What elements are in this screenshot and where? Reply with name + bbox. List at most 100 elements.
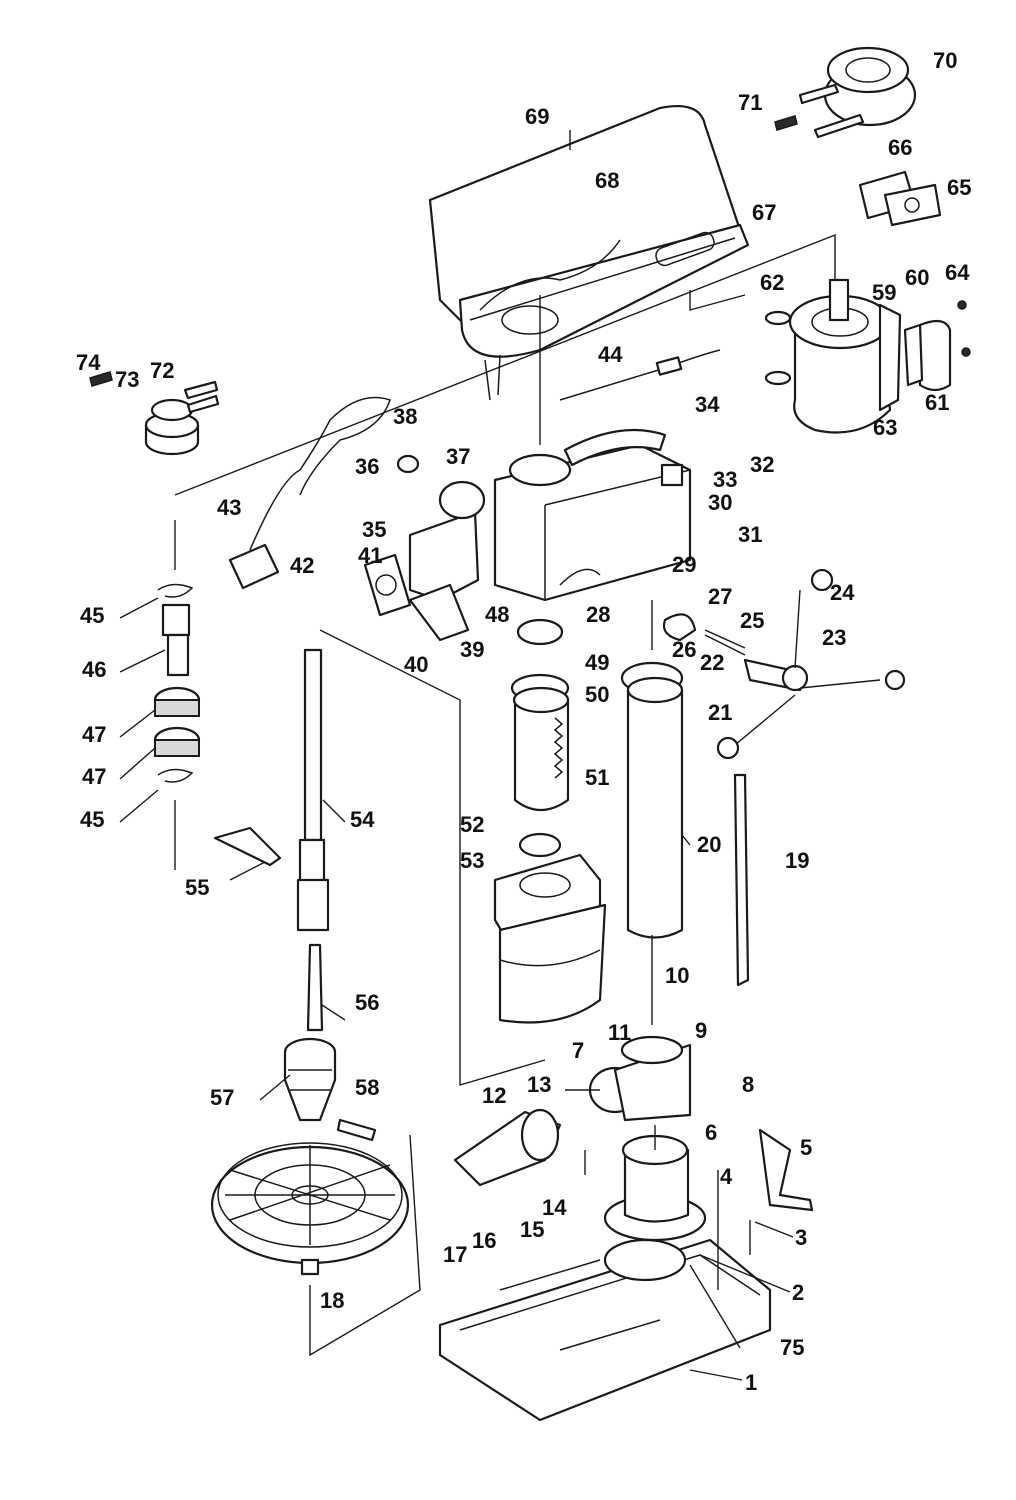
label-41: 41 xyxy=(358,543,382,568)
label-45b: 45 xyxy=(80,807,104,832)
label-70: 70 xyxy=(933,48,957,73)
label-53: 53 xyxy=(460,848,484,873)
table-bracket xyxy=(493,853,607,1024)
label-17: 17 xyxy=(443,1242,467,1267)
label-7: 7 xyxy=(572,1038,584,1063)
column xyxy=(620,661,684,939)
label-20: 20 xyxy=(697,832,721,857)
depth-stop xyxy=(733,773,750,987)
label-59: 59 xyxy=(872,280,896,305)
label-12: 12 xyxy=(482,1083,506,1108)
spindle xyxy=(296,648,330,932)
label-leaders xyxy=(119,597,794,1381)
label-55: 55 xyxy=(185,875,209,900)
spindle-bearings xyxy=(153,583,201,783)
label-16: 16 xyxy=(472,1228,496,1253)
label-43: 43 xyxy=(217,495,241,520)
label-30: 30 xyxy=(708,490,732,515)
capacitor-box xyxy=(858,170,942,227)
set-screw xyxy=(774,115,798,131)
label-6: 6 xyxy=(705,1120,717,1145)
label-3: 3 xyxy=(795,1225,807,1250)
label-48: 48 xyxy=(485,602,509,627)
label-24: 24 xyxy=(830,580,855,605)
label-66: 66 xyxy=(888,135,912,160)
label-68: 68 xyxy=(595,168,619,193)
label-36: 36 xyxy=(355,454,379,479)
work-table xyxy=(210,1142,410,1276)
label-27: 27 xyxy=(708,584,732,609)
spindle-pulley xyxy=(144,380,220,456)
label-34: 34 xyxy=(695,392,720,417)
label-42: 42 xyxy=(290,553,314,578)
label-5: 5 xyxy=(800,1135,812,1160)
label-26: 26 xyxy=(672,637,696,662)
label-19: 19 xyxy=(785,848,809,873)
label-51: 51 xyxy=(585,765,609,790)
label-31: 31 xyxy=(738,522,762,547)
label-56: 56 xyxy=(355,990,379,1015)
label-21: 21 xyxy=(708,700,732,725)
label-32: 32 xyxy=(750,452,774,477)
label-4: 4 xyxy=(720,1164,733,1189)
label-2: 2 xyxy=(792,1280,804,1305)
label-50: 50 xyxy=(585,682,609,707)
drift-key xyxy=(213,826,282,867)
motor xyxy=(764,278,902,434)
crank-handle xyxy=(758,1128,814,1212)
drill-chuck xyxy=(283,1037,337,1122)
label-49: 49 xyxy=(585,650,609,675)
part-labels: 1 2 3 4 5 6 7 8 9 10 11 12 13 14 15 16 1… xyxy=(76,48,971,1395)
label-46: 46 xyxy=(82,657,106,682)
power-cord xyxy=(228,349,721,590)
label-52: 52 xyxy=(460,812,484,837)
label-71: 71 xyxy=(738,90,762,115)
label-65: 65 xyxy=(947,175,971,200)
base xyxy=(438,1134,772,1422)
label-9: 9 xyxy=(695,1018,707,1043)
label-72: 72 xyxy=(150,358,174,383)
feed-handle-assembly xyxy=(662,568,906,760)
label-61: 61 xyxy=(925,390,949,415)
label-62: 62 xyxy=(760,270,784,295)
label-54: 54 xyxy=(350,807,375,832)
arbor xyxy=(306,943,324,1032)
table-arm xyxy=(453,1035,692,1187)
label-44: 44 xyxy=(598,342,623,367)
label-74: 74 xyxy=(76,350,101,375)
label-47b: 47 xyxy=(82,764,106,789)
label-18: 18 xyxy=(320,1288,344,1313)
label-67: 67 xyxy=(752,200,776,225)
label-60: 60 xyxy=(905,265,929,290)
label-13: 13 xyxy=(527,1072,551,1097)
spindle-pulley-screw xyxy=(89,371,113,387)
leader-lines xyxy=(174,130,836,1357)
label-64: 64 xyxy=(945,260,970,285)
label-29: 29 xyxy=(672,552,696,577)
label-69: 69 xyxy=(525,104,549,129)
head-casting xyxy=(493,428,692,602)
label-33: 33 xyxy=(713,467,737,492)
belt-guard-cover xyxy=(428,104,750,401)
label-15: 15 xyxy=(520,1217,544,1242)
label-28: 28 xyxy=(586,602,610,627)
label-1: 1 xyxy=(745,1370,757,1395)
label-75: 75 xyxy=(780,1335,804,1360)
label-58: 58 xyxy=(355,1075,379,1100)
switch-box xyxy=(363,454,486,642)
label-63: 63 xyxy=(873,415,897,440)
label-35: 35 xyxy=(362,517,386,542)
motor-pulley xyxy=(798,46,917,139)
capacitor xyxy=(903,300,971,392)
label-8: 8 xyxy=(742,1072,754,1097)
label-45a: 45 xyxy=(80,603,104,628)
label-38: 38 xyxy=(393,404,417,429)
chuck-key xyxy=(336,1118,377,1142)
label-25: 25 xyxy=(740,608,764,633)
label-73: 73 xyxy=(115,367,139,392)
label-23: 23 xyxy=(822,625,846,650)
label-39: 39 xyxy=(460,637,484,662)
label-11: 11 xyxy=(608,1020,631,1045)
label-22: 22 xyxy=(700,650,724,675)
